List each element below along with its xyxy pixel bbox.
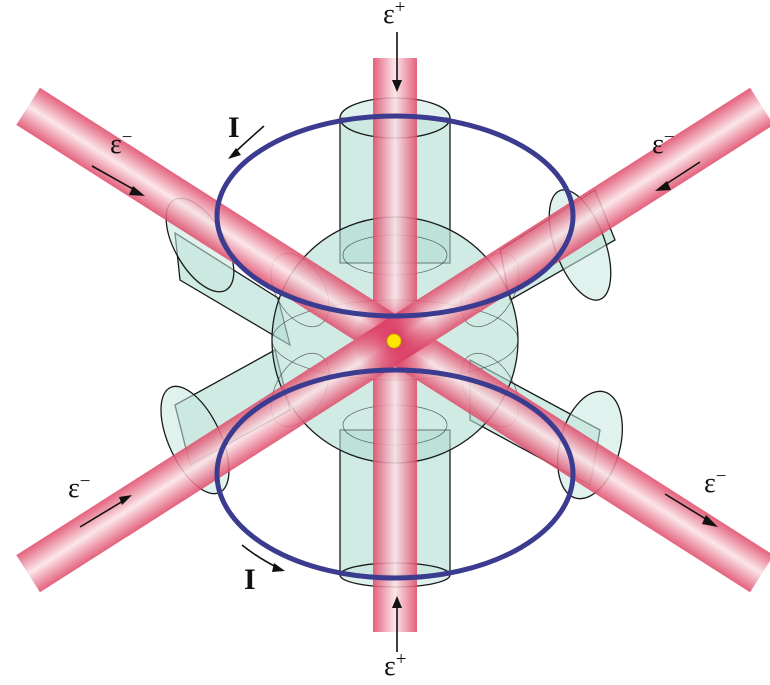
coil-lower xyxy=(214,367,576,581)
arrowhead xyxy=(392,80,402,92)
label-current-lower: I xyxy=(244,563,256,596)
magnetic-coils xyxy=(214,113,576,581)
labels: ε+ ε+ ε− ε− ε− ε− I I xyxy=(68,0,726,682)
label-electron-upper-right: ε− xyxy=(652,127,674,160)
label-electron-upper-left: ε− xyxy=(110,127,132,160)
arrow-electron-lower-left xyxy=(79,497,129,528)
coil-upper xyxy=(214,113,576,319)
arrowhead xyxy=(129,186,145,196)
direction-arrows xyxy=(79,32,718,652)
label-positron-top: ε+ xyxy=(383,0,405,30)
arrowhead xyxy=(228,148,241,159)
label-electron-lower-right: ε− xyxy=(704,466,726,499)
arrowhead xyxy=(119,495,132,505)
label-positron-bottom: ε+ xyxy=(384,649,406,682)
arrowhead xyxy=(272,563,285,572)
arrowhead xyxy=(702,515,718,527)
arrowhead xyxy=(392,596,402,608)
trapped-particle xyxy=(386,333,402,349)
label-electron-lower-left: ε− xyxy=(68,471,90,504)
label-current-upper: I xyxy=(228,111,240,144)
arrowhead xyxy=(655,181,671,191)
